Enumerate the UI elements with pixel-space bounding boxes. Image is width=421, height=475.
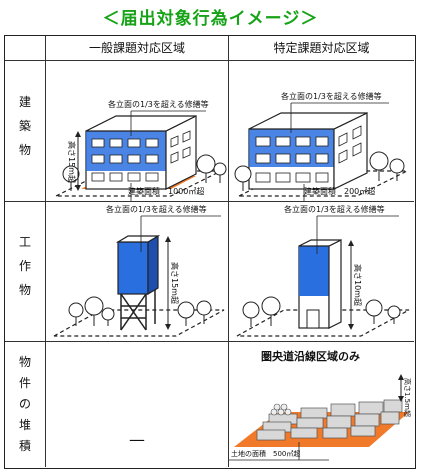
site-outline [53, 309, 225, 337]
height-label: 高さ15m超 [170, 262, 180, 304]
tower-side [328, 239, 342, 329]
page-title: ＜届出対象行為イメージ＞ [102, 9, 319, 29]
tower-top [298, 239, 342, 247]
facade-label: 各立面の1/3を超える修繕等 [106, 204, 207, 214]
cell-building-specific: 各立面の1/3を超える修繕等 [229, 61, 414, 201]
area-labels-building: 建築面積 1000㎡超 建築面積 200㎡超 [128, 186, 375, 196]
column-header-specific: 特定課題対応区域 [273, 41, 370, 55]
not-applicable-mark: — [129, 430, 145, 449]
trees-icon [62, 154, 227, 191]
site-outline [236, 309, 410, 337]
height-label: 高さ10m超 [353, 264, 363, 306]
trees-icon [68, 296, 212, 326]
building-roof [85, 115, 197, 132]
cell-building-general: 高さ15m超 各立面の1/3を超える修繕等 [46, 61, 228, 201]
height-label: 高さ15m超 [67, 141, 77, 183]
height-label: 高さ1.5m超 [403, 378, 412, 417]
land-area-label: 土地の面積 500㎡超 [231, 449, 300, 458]
facade-highlight [86, 131, 166, 171]
tank-side [147, 234, 159, 296]
facade-label: 各立面の1/3を超える修繕等 [108, 99, 209, 109]
facade-highlight [299, 246, 329, 296]
area-label-specific: 建築面積 200㎡超 [304, 186, 375, 196]
facade-label: 各立面の1/3を超える修繕等 [281, 91, 382, 101]
area-label-general: 建築面積 1000㎡超 [128, 186, 204, 196]
facade-label: 各立面の1/3を超える修繕等 [284, 204, 385, 214]
column-header-general: 一般課題対応区域 [88, 41, 185, 55]
row-label-storage: 物 件 の 堆 積 [18, 355, 31, 453]
building-roof [248, 112, 368, 130]
row-divider [5, 341, 414, 342]
stacked-materials-icon [256, 399, 403, 441]
row-divider [5, 201, 414, 202]
cell-structure-general: 高さ15m超 各立面の1/3を超える修繕等 [46, 202, 228, 341]
row-label-building: 建 築 物 [18, 95, 31, 157]
tank-front [117, 241, 149, 295]
column-divider [228, 36, 229, 467]
expressway-only-label: 圏央道沿線区域のみ [261, 349, 360, 363]
cell-storage-specific: 圏央道沿線区域のみ 高さ1.5m超 土地の面積 500 [229, 342, 414, 467]
trees-icon [234, 151, 405, 191]
activity-table: 一般課題対応区域 特定課題対応区域 建 築 物 工 作 物 物 件 の 堆 積 [4, 35, 416, 469]
door-icon [306, 309, 320, 329]
tank-top [115, 235, 161, 243]
tower-legs [120, 290, 156, 331]
trees-icon [242, 296, 401, 327]
row-label-structure: 工 作 物 [18, 235, 31, 297]
row-divider [5, 60, 414, 61]
cell-structure-specific: 高さ10m超 各立面の1/3を超える修繕等 [229, 202, 414, 341]
column-divider [45, 36, 46, 467]
